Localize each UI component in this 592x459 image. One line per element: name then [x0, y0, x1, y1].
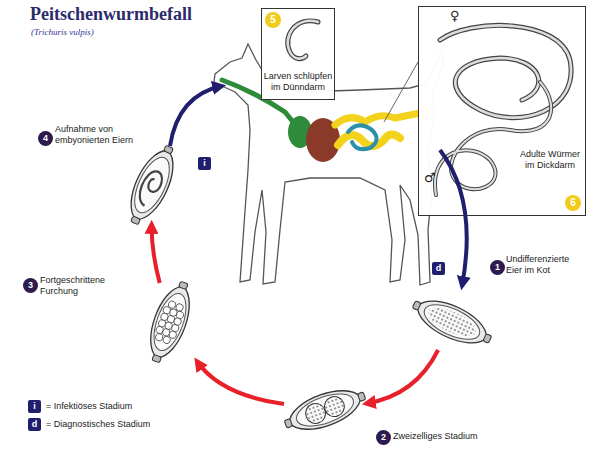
- stage-badge: i: [198, 157, 211, 170]
- stage-text: Fortgeschrittene Furchung: [40, 275, 118, 297]
- infective-arrow: [170, 86, 222, 146]
- stage-badge: d: [28, 418, 41, 431]
- legend-text: = Diagnostisches Stadium: [46, 419, 150, 429]
- stage-badge: d: [432, 262, 445, 275]
- egg-stage: 2Zweizelliges Stadium: [284, 383, 366, 437]
- stage-badge: i: [28, 400, 41, 413]
- leader-line: [384, 62, 418, 122]
- diagram-title: Peitschenwurmbefall: [30, 4, 192, 25]
- adult-worms: [435, 25, 571, 195]
- cycle-arrow: [152, 224, 160, 283]
- sex-symbol: ♂: [424, 170, 436, 185]
- stage-text: Undifferenzierte Eier im Kot: [506, 254, 586, 276]
- callout-number: 5: [265, 12, 281, 28]
- egg-stage: 3Fortgeschrittene Furchung: [142, 283, 198, 361]
- callout-number: 6: [565, 195, 581, 211]
- stage-text: Adulte Würmer im Dickdarm: [517, 149, 583, 171]
- subtitle: (Trichuris vulpis): [31, 27, 94, 37]
- egg-stage: 4Aufnahme von embyonierten Eiern: [124, 146, 180, 224]
- stage-text: Zweizelliges Stadium: [393, 431, 478, 442]
- callout-number: 2: [376, 430, 391, 445]
- egg-stage: 1Undifferenzierte Eier im Kot: [412, 294, 492, 350]
- sex-symbol: ♀: [450, 8, 460, 23]
- stage-text: Aufnahme von embyonierten Eiern: [55, 124, 147, 146]
- dog-outline: [214, 44, 443, 285]
- larva-worm: [288, 21, 318, 59]
- stage-box: 6 Adulte Würmer im Dickdarm: [418, 6, 586, 216]
- egg-embryonated: [120, 140, 184, 229]
- callout-number: 1: [490, 260, 505, 275]
- callout-number: 3: [23, 278, 38, 293]
- legend-text: = Infektiöses Stadium: [46, 401, 132, 411]
- egg-cleavage: [141, 277, 199, 367]
- egg-undifferentiated: [407, 290, 496, 354]
- cycle-arrow: [366, 350, 438, 404]
- egg-two-cell: [280, 381, 370, 439]
- diagnostic-arrow: [440, 150, 467, 286]
- stage-box: 5Larven schlüpfen im Dünndarm: [261, 8, 335, 100]
- callout-number: 4: [38, 131, 53, 146]
- stage-text: Larven schlüpfen im Dünndarm: [263, 71, 333, 93]
- cycle-arrow: [197, 361, 284, 404]
